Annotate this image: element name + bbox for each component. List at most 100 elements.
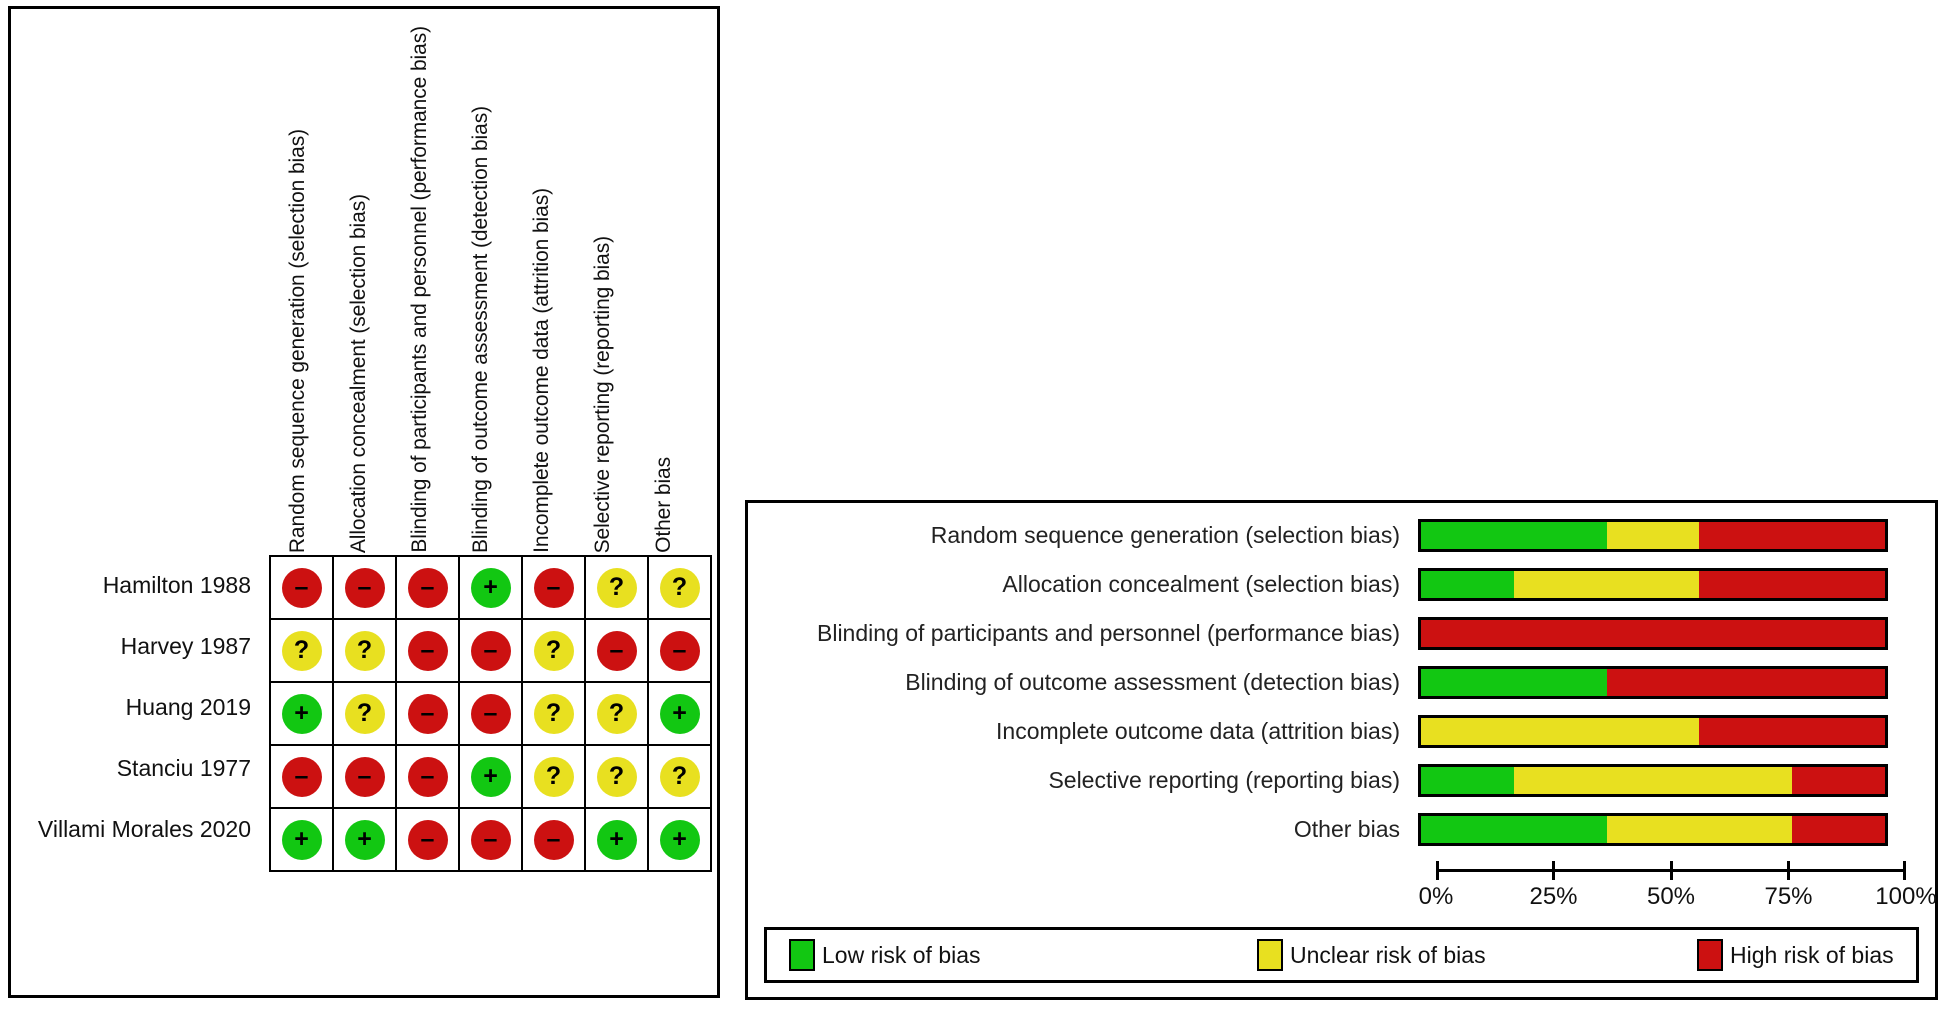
summary-bar-row: Blinding of participants and personnel (… [748,613,1928,653]
judgement-cell[interactable]: + [332,807,397,872]
judgement-cell[interactable]: ? [647,744,712,809]
legend-label: Low risk of bias [822,941,981,968]
judgement-cell[interactable]: ? [521,744,586,809]
judgement-cell[interactable]: – [395,807,460,872]
judgement-cell[interactable]: + [647,681,712,746]
bar-segment-high [1699,570,1885,598]
column-header-blinding-outcome-assessment: Blinding of outcome assessment (detectio… [450,23,510,553]
risk-of-bias-summary-panel: Random sequence generation (selection bi… [745,500,1938,1000]
judgement-cell[interactable]: ? [521,681,586,746]
summary-bar-row: Incomplete outcome data (attrition bias) [748,711,1928,751]
judgement-low-icon: + [281,819,322,860]
table-row: +?––??+ [269,681,712,746]
judgement-cell[interactable]: – [332,744,397,809]
judgement-cell[interactable]: + [647,807,712,872]
judgement-cell[interactable]: – [458,681,523,746]
column-header-incomplete-outcome-data: Incomplete outcome data (attrition bias) [511,23,571,553]
judgement-cell[interactable]: ? [269,618,334,683]
judgement-cell[interactable]: ? [584,555,649,620]
judgement-cell[interactable]: – [584,618,649,683]
column-header-label: Selective reporting (reporting bias) [590,235,614,553]
risk-of-bias-grid: –––+–????––?––+?––??+–––+???++–––++ [269,555,712,872]
judgement-cell[interactable]: – [269,744,334,809]
bar-segment-high [1421,619,1885,647]
judgement-cell[interactable]: ? [647,555,712,620]
judgement-high-icon: – [470,630,511,671]
legend-item-low: Low risk of bias [789,939,981,971]
judgement-cell[interactable]: – [647,618,712,683]
bar-segment-unclear [1513,570,1700,598]
study-label: Stanciu 1977 [116,755,251,781]
judgement-cell[interactable]: ? [332,618,397,683]
summary-bar-rows: Random sequence generation (selection bi… [748,515,1928,858]
bar-segment-high [1792,815,1885,843]
judgement-unclear-icon: ? [344,630,385,671]
judgement-unclear-icon: ? [659,756,700,797]
summary-bar-row: Random sequence generation (selection bi… [748,515,1928,555]
judgement-cell[interactable]: ? [521,618,586,683]
legend-label: High risk of bias [1730,941,1894,968]
table-row: ++–––++ [269,807,712,872]
judgement-low-icon: + [659,819,700,860]
judgement-cell[interactable]: ? [332,681,397,746]
judgement-cell[interactable]: ? [584,681,649,746]
judgement-cell[interactable]: – [458,807,523,872]
bar-segment-unclear [1513,766,1793,794]
judgement-cell[interactable]: – [521,555,586,620]
judgement-unclear-icon: ? [596,693,637,734]
judgement-cell[interactable]: – [395,744,460,809]
judgement-cell[interactable]: ? [584,744,649,809]
bar-segment-low [1421,815,1607,843]
judgement-high-icon: – [596,630,637,671]
judgement-cell[interactable]: – [395,681,460,746]
column-header-other-bias: Other bias [633,23,693,553]
judgement-cell[interactable]: + [269,681,334,746]
judgement-cell[interactable]: + [269,807,334,872]
column-header-label: Incomplete outcome data (attrition bias) [529,188,553,553]
judgement-high-icon: – [407,819,448,860]
matrix-body: –––+–????––?––+?––??+–––+???++–––++ [269,555,712,872]
column-header-label: Blinding of participants and personnel (… [407,26,431,553]
bar-segment-low [1421,521,1607,549]
summary-legend: Low risk of bias Unclear risk of bias High… [764,927,1919,983]
legend-item-unclear: Unclear risk of bias [1257,939,1486,971]
study-label: Harvey 1987 [120,633,251,659]
matrix-study-labels: Hamilton 1988 Harvey 1987 Huang 2019 Sta… [11,555,261,860]
judgement-unclear-icon: ? [281,630,322,671]
table-row: –––+??? [269,744,712,809]
judgement-low-icon: + [470,567,511,608]
stacked-bar [1418,763,1888,797]
bar-segment-unclear [1606,521,1700,549]
column-header-selective-reporting: Selective reporting (reporting bias) [572,23,632,553]
judgement-cell[interactable]: + [458,555,523,620]
judgement-cell[interactable]: – [458,618,523,683]
legend-swatch-low-icon [789,939,815,971]
column-header-label: Blinding of outcome assessment (detectio… [468,105,492,553]
judgement-high-icon: – [533,819,574,860]
table-row: –––+–?? [269,555,712,620]
risk-of-bias-matrix-panel: Random sequence generation (selection bi… [8,6,720,998]
judgement-high-icon: – [281,756,322,797]
column-header-label: Random sequence generation (selection bi… [285,128,309,553]
summary-bar-row: Blinding of outcome assessment (detectio… [748,662,1928,702]
study-label: Huang 2019 [125,694,251,720]
judgement-cell[interactable]: – [395,555,460,620]
legend-swatch-unclear-icon [1257,939,1283,971]
axis-tick [1903,861,1906,880]
judgement-cell[interactable]: – [521,807,586,872]
judgement-cell[interactable]: + [458,744,523,809]
judgement-high-icon: – [470,693,511,734]
stacked-bar [1418,812,1888,846]
judgement-cell[interactable]: – [269,555,334,620]
judgement-cell[interactable]: – [332,555,397,620]
judgement-high-icon: – [407,567,448,608]
axis-tick [1787,861,1790,880]
column-header-label: Other bias [651,457,675,553]
stacked-bar [1418,518,1888,552]
judgement-high-icon: – [281,567,322,608]
judgement-cell[interactable]: – [395,618,460,683]
judgement-cell[interactable]: + [584,807,649,872]
legend-label: Unclear risk of bias [1290,941,1486,968]
stacked-bar [1418,714,1888,748]
bar-segment-low [1421,668,1607,696]
